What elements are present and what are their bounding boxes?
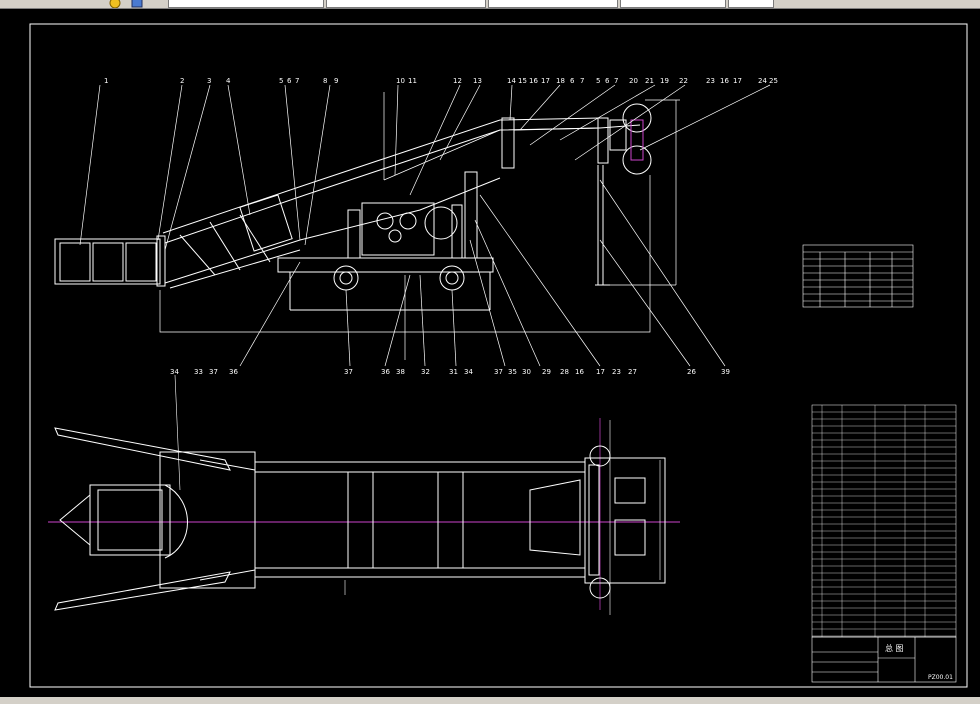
callout: 21 — [645, 77, 654, 85]
callout: 20 — [629, 77, 638, 85]
callout: 7 — [614, 77, 618, 85]
callout: 7 — [295, 77, 299, 85]
callout: 10 — [396, 77, 405, 85]
leader-lines-bottom — [239, 179, 726, 367]
callout: 37 — [494, 368, 503, 376]
callout: 6 — [605, 77, 610, 85]
callout: 17 — [733, 77, 742, 85]
callout: 7 — [580, 77, 584, 85]
wheel-right — [439, 265, 465, 291]
color-dropdown[interactable] — [326, 0, 486, 8]
callout: 30 — [522, 368, 531, 376]
wheel-left — [333, 265, 359, 291]
callout: 31 — [449, 368, 458, 376]
callout: 6 — [570, 77, 575, 85]
callout: 1 — [104, 77, 108, 85]
callout: 12 — [453, 77, 462, 85]
callout: 29 — [542, 368, 551, 376]
leader-lines-top — [79, 84, 771, 251]
lineweight-dropdown[interactable] — [620, 0, 726, 8]
parts-list-rows — [812, 405, 956, 637]
conveyor-top — [162, 117, 601, 234]
chassis-plan — [254, 461, 586, 578]
linetype-dropdown[interactable] — [488, 0, 618, 8]
gearbox — [361, 202, 435, 256]
callout: 22 — [679, 77, 688, 85]
callout: 26 — [687, 368, 696, 376]
chassis — [277, 257, 494, 273]
layer-color-icon[interactable] — [130, 0, 144, 8]
callout: 23 — [706, 77, 715, 85]
callout: 39 — [721, 368, 730, 376]
callout: 15 — [518, 77, 527, 85]
drawing-canvas[interactable]: 1 2 3 4 5 6 7 8 9 10 11 12 13 14 15 16 1… — [0, 8, 980, 697]
callout: 13 — [473, 77, 482, 85]
callout: 5 — [279, 77, 283, 85]
callout: 6 — [287, 77, 292, 85]
sheet-border — [29, 23, 968, 688]
callout: 16 — [575, 368, 584, 376]
callout: 18 — [556, 77, 565, 85]
callout: 11 — [408, 77, 417, 85]
callout: 16 — [720, 77, 729, 85]
plan-view — [48, 374, 680, 615]
callout: 25 — [769, 77, 778, 85]
callouts-top: 1 2 3 4 5 6 7 8 9 10 11 12 13 14 15 16 1… — [104, 77, 778, 85]
side-view — [54, 92, 680, 360]
callout: 33 — [194, 368, 203, 376]
callout: 36 — [381, 368, 390, 376]
callout: 34 — [464, 368, 473, 376]
layer-dropdown[interactable] — [168, 0, 324, 8]
callout: 19 — [660, 77, 669, 85]
callout: 5 — [596, 77, 600, 85]
drawing-number: PZ00.01 — [928, 674, 953, 681]
callout: 32 — [421, 368, 430, 376]
callout: 8 — [323, 77, 327, 85]
callout: 9 — [334, 77, 338, 85]
callout: 37 — [209, 368, 218, 376]
plan-callouts: 34 — [170, 368, 179, 376]
title-text: 总 图 — [885, 643, 904, 653]
callout: 23 — [612, 368, 621, 376]
callout: 17 — [596, 368, 605, 376]
callout: 3 — [207, 77, 211, 85]
feeder-box — [89, 484, 171, 556]
spec-table — [802, 244, 914, 308]
callout: 27 — [628, 368, 637, 376]
callout: 37 — [344, 368, 353, 376]
callout: 34 — [170, 368, 179, 376]
callout: 4 — [226, 77, 231, 85]
callout: 14 — [507, 77, 516, 85]
callout: 2 — [180, 77, 184, 85]
layer-light-icon[interactable] — [108, 0, 122, 8]
cad-toolbar — [0, 0, 980, 9]
callout: 16 — [529, 77, 538, 85]
callout: 17 — [541, 77, 550, 85]
callout: 36 — [229, 368, 238, 376]
callout: 35 — [508, 368, 517, 376]
plotstyle-dropdown[interactable] — [728, 0, 774, 8]
callouts-bottom: 33 37 36 37 36 38 32 31 34 37 35 30 29 2… — [194, 368, 730, 376]
callout: 38 — [396, 368, 405, 376]
status-bar — [0, 697, 980, 704]
callout: 24 — [758, 77, 767, 85]
title-block — [811, 636, 957, 683]
hopper — [54, 238, 161, 285]
callout: 28 — [560, 368, 569, 376]
